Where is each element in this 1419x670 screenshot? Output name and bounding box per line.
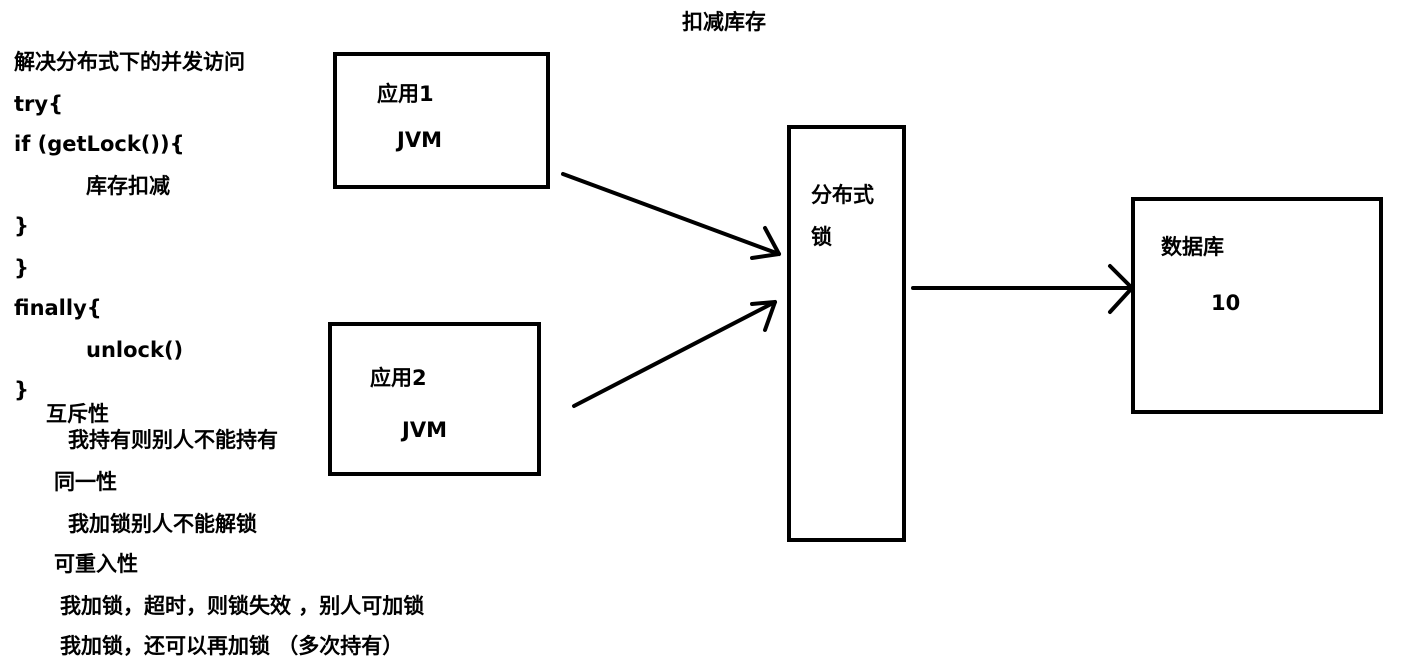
property-desc: 我加锁，超时，则锁失效 ，别人可加锁 [60,594,425,618]
code-line: finally{ [14,296,102,320]
code-heading: 解决分布式下的并发访问 [14,50,245,74]
app1-title: 应用1 [377,82,434,106]
arrow-app2-to-lock [572,300,777,408]
app1-jvm-label: JVM [397,128,442,152]
arrow-app1-to-lock [561,172,781,260]
database-value: 10 [1211,291,1241,315]
property-name: 可重入性 [54,552,138,576]
database-node: 数据库 10 [1131,197,1383,414]
property-name: 同一性 [54,470,117,494]
property-desc: 我加锁别人不能解锁 [68,512,257,536]
code-line: } [14,214,29,238]
arrow-lock-to-db [911,264,1134,314]
database-title: 数据库 [1161,235,1224,259]
lock-label-line1: 分布式 [811,183,874,207]
code-line: 库存扣减 [86,174,170,198]
app2-title: 应用2 [370,366,427,390]
code-line: } [14,256,29,280]
property-name: 互斥性 [46,402,109,426]
code-line: } [14,378,29,402]
code-line: unlock() [86,338,184,362]
lock-label-line2: 锁 [811,225,832,249]
code-line: if (getLock()){ [14,132,185,156]
app2-node: 应用2 JVM [328,322,541,476]
app1-node: 应用1 JVM [333,52,550,189]
diagram-title: 扣减库存 [682,10,766,34]
app2-jvm-label: JVM [402,418,447,442]
property-desc: 我持有则别人不能持有 [68,428,278,452]
code-line: try{ [14,92,64,116]
property-desc: 我加锁，还可以再加锁 （多次持有） [60,634,404,658]
distributed-lock-node: 分布式 锁 [787,125,906,542]
